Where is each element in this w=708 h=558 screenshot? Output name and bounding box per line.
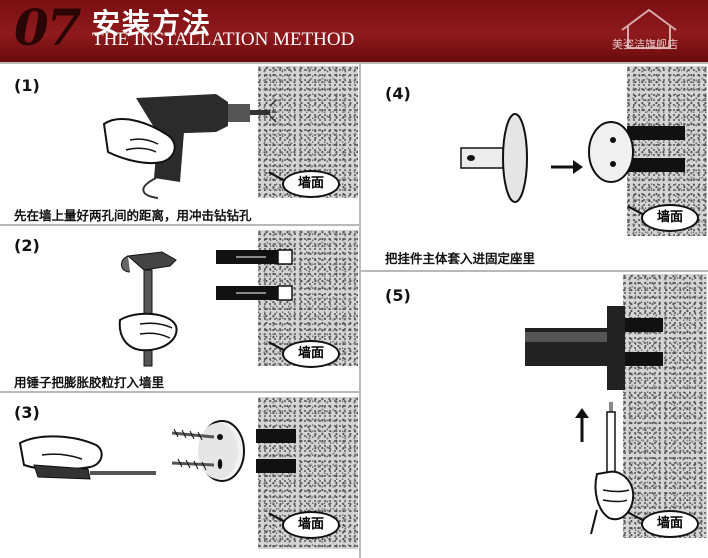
hammer-icon <box>118 251 178 367</box>
wall-label: 墙面 <box>282 511 340 539</box>
divider <box>361 270 708 272</box>
mounting-plate-icon <box>588 121 685 183</box>
wall-anchor-icon <box>256 429 296 473</box>
step-5-panel: (5) 墙面 <box>361 272 708 558</box>
mounting-plate-icon <box>171 420 245 482</box>
title-chinese: 安装方法 <box>92 7 213 40</box>
step-caption: 把挂件主体套入进固定座里 <box>385 251 536 266</box>
drill-icon <box>102 94 277 199</box>
step-number: (2) <box>14 236 40 255</box>
section-number: 07 <box>14 0 82 57</box>
store-name: 美姿洁旗舰店 <box>612 38 678 51</box>
step-number: (3) <box>14 403 40 422</box>
hook-body-icon <box>525 306 663 390</box>
wall-label: 墙面 <box>641 510 699 538</box>
divider <box>0 62 708 64</box>
step-number: (5) <box>385 286 411 305</box>
hook-body-icon <box>460 113 528 203</box>
wall-anchor-icon <box>216 249 293 301</box>
wall-label: 墙面 <box>282 170 340 198</box>
divider <box>0 391 359 393</box>
step-1-panel: (1) 墙面 先在墙上量好两孔间的距离，用冲击钻钻孔 <box>0 64 359 224</box>
step-3-panel: (3) 墙面 <box>0 393 359 558</box>
step-number: (4) <box>385 84 411 103</box>
header-banner: 07 安装方法 THE INSTALLATION METHOD 美姿洁旗舰店 <box>0 0 708 62</box>
house-logo-icon <box>621 8 677 49</box>
screwdriver-icon <box>590 402 635 535</box>
step-number: (1) <box>14 76 40 95</box>
wall-label: 墙面 <box>641 204 699 232</box>
title-english: THE INSTALLATION METHOD <box>92 29 355 50</box>
step-caption: 用锤子把膨胀胶粒打入墙里 <box>14 375 165 390</box>
divider <box>0 224 359 226</box>
arrow-right-icon <box>551 160 583 174</box>
arrow-up-icon <box>575 408 589 442</box>
divider <box>359 62 361 558</box>
step-caption: 先在墙上量好两孔间的距离，用冲击钻钻孔 <box>14 208 252 223</box>
screwdriver-icon <box>18 435 156 480</box>
wall-label: 墙面 <box>282 340 340 368</box>
step-2-panel: (2) 墙面 用锤子把膨胀胶粒打入墙里 <box>0 226 359 391</box>
step-4-panel: (4) 墙面 把挂件主体套入进固定座里 <box>361 64 708 270</box>
